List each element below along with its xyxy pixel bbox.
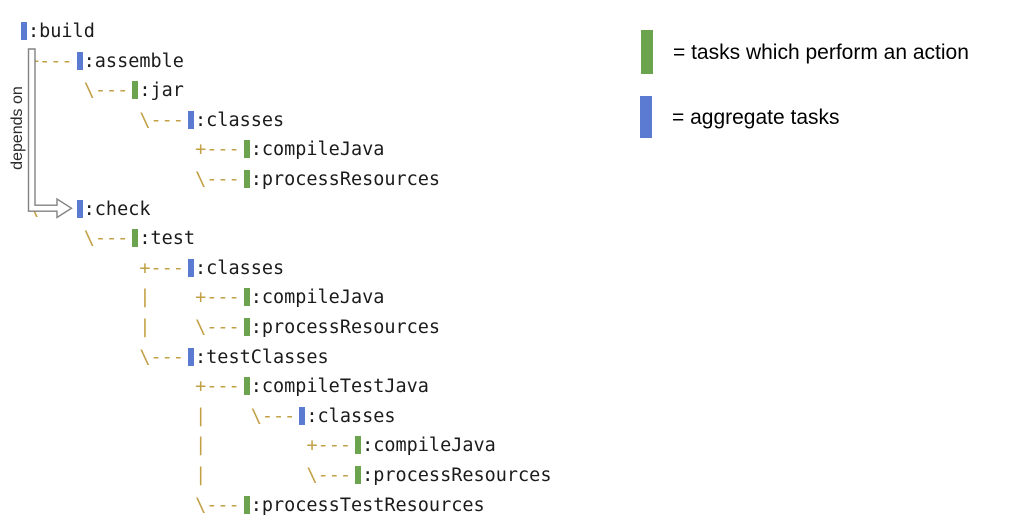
tree-connector-prefix: \--- xyxy=(28,494,240,516)
task-name: :classes xyxy=(306,405,396,427)
tree-connector-prefix: | \--- xyxy=(28,405,296,427)
task-name: :processResources xyxy=(362,464,552,486)
task-name: :testClasses xyxy=(195,346,329,368)
tree-connector-prefix: \--- xyxy=(28,346,184,368)
legend-action-task-bar-icon xyxy=(641,30,653,74)
task-name: :compileJava xyxy=(250,139,385,161)
task-name: :test xyxy=(139,228,196,250)
tree-row: | \--- :processResources xyxy=(28,313,551,343)
action-task-bar-icon xyxy=(128,81,139,100)
tree-connector-prefix: | \--- xyxy=(28,464,352,486)
task-name: :check xyxy=(83,198,151,220)
aggregate-task-bar-icon xyxy=(73,199,84,218)
tree-connector-prefix: | \--- xyxy=(28,80,129,102)
action-task-bar-icon xyxy=(240,495,251,514)
tree-row: \--- :check xyxy=(28,195,551,225)
aggregate-task-bar-icon xyxy=(184,258,195,277)
tree-connector-prefix: +--- xyxy=(28,50,73,72)
task-name: :assemble xyxy=(83,50,184,72)
tree-row: | +--- :compileJava xyxy=(28,431,551,461)
tree-row: +--- :classes xyxy=(28,254,551,284)
tree-row: | \--- :jar xyxy=(28,76,551,106)
task-name: :processTestResources xyxy=(250,494,485,516)
tree-row: | +--- :compileJava xyxy=(28,135,551,165)
action-task-bar-icon xyxy=(240,288,251,307)
tree-connector-prefix: | +--- xyxy=(28,287,240,309)
aggregate-task-bar-icon xyxy=(184,347,195,366)
legend-aggregate-label: = aggregate tasks xyxy=(672,106,840,129)
tree-connector-prefix: +--- xyxy=(28,376,240,398)
tree-row: | \--- :classes xyxy=(28,402,551,432)
tree-row: \--- :processTestResources xyxy=(28,491,551,521)
action-task-bar-icon xyxy=(240,377,251,396)
action-task-bar-icon xyxy=(240,169,251,188)
tree-row: +--- :assemble xyxy=(28,47,551,77)
tree-row: | \--- :classes xyxy=(28,106,551,136)
action-task-bar-icon xyxy=(351,436,362,455)
tree-row: :build xyxy=(21,17,551,47)
task-name: :compileJava xyxy=(362,435,496,457)
task-name: :compileJava xyxy=(250,287,385,309)
action-task-bar-icon xyxy=(128,229,139,248)
tree-row: | +--- :compileJava xyxy=(28,283,551,313)
tree-connector-prefix: \--- xyxy=(28,228,129,250)
aggregate-task-bar-icon xyxy=(295,406,306,425)
task-name: :processResources xyxy=(250,316,441,338)
action-task-bar-icon xyxy=(351,465,362,484)
tree-connector-prefix: | +--- xyxy=(28,139,240,161)
task-name: :classes xyxy=(195,109,285,131)
legend-action-label: = tasks which perform an action xyxy=(673,41,969,64)
tree-row: \--- :test xyxy=(28,224,551,254)
tree-row: | \--- :processResources xyxy=(28,165,551,195)
tree-connector-prefix: | \--- xyxy=(28,316,240,338)
aggregate-task-bar-icon xyxy=(17,22,28,40)
task-name: :build xyxy=(28,21,95,42)
depends-on-label: depends on xyxy=(9,86,26,170)
task-tree: :build +--- :assemble | \--- :jar | \--- :clas… xyxy=(0,17,551,520)
tree-row: \--- :testClasses xyxy=(28,343,551,373)
tree-connector-prefix: +--- xyxy=(28,257,184,279)
task-name: :processResources xyxy=(250,168,441,190)
tree-row: +--- :compileTestJava xyxy=(28,372,551,402)
task-name: :compileTestJava xyxy=(250,376,429,398)
tree-connector-prefix: | \--- xyxy=(28,168,240,190)
aggregate-task-bar-icon xyxy=(184,110,195,129)
task-name: :jar xyxy=(139,80,184,102)
tree-connector-prefix: | +--- xyxy=(28,435,352,457)
task-name: :classes xyxy=(195,257,285,279)
tree-connector-prefix: | \--- xyxy=(28,109,184,131)
tree-connector-prefix: \--- xyxy=(28,198,73,220)
action-task-bar-icon xyxy=(240,140,251,159)
aggregate-task-bar-icon xyxy=(73,51,84,70)
legend-aggregate-task-bar-icon xyxy=(640,96,652,138)
tree-row: | \--- :processResources xyxy=(28,461,551,491)
action-task-bar-icon xyxy=(240,317,251,336)
